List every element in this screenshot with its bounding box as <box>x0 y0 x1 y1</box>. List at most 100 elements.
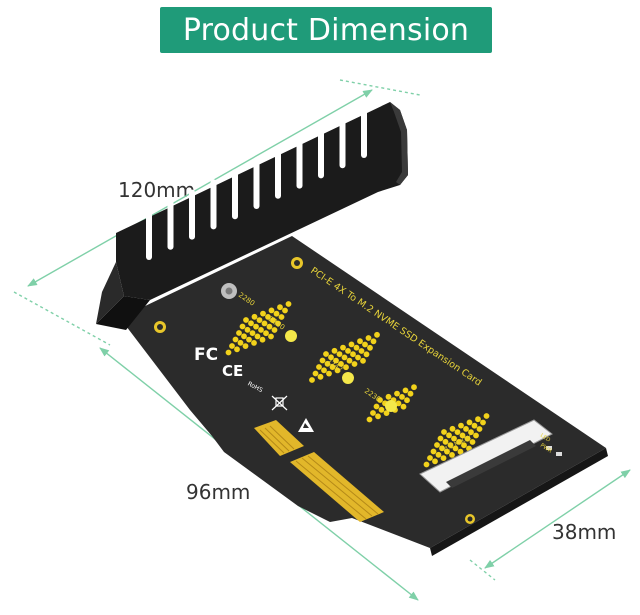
pad-dot <box>249 330 256 336</box>
pad-dot <box>456 439 462 445</box>
pad-dot <box>441 429 447 435</box>
pad-dot <box>251 313 258 320</box>
m2-connector <box>419 419 553 493</box>
bracket-vent-slot <box>232 169 238 220</box>
pad-dot <box>346 357 353 364</box>
pad-dot <box>246 336 252 343</box>
pad-dot <box>351 361 358 367</box>
bracket-vent-slot <box>296 138 303 189</box>
pad-dot <box>370 410 376 416</box>
pad-dot <box>435 451 442 458</box>
pad-dot <box>254 333 261 340</box>
pad-dot <box>407 390 414 397</box>
pad-dot <box>268 333 274 340</box>
pad-dot <box>239 323 246 330</box>
ce-mark-icon: CE <box>222 362 243 380</box>
pad-dot <box>385 393 392 400</box>
pad-dot <box>326 370 332 377</box>
bracket-vent-slot <box>210 179 217 230</box>
pad-dot <box>461 442 467 449</box>
pad-dot <box>319 357 326 364</box>
pad-dot <box>225 349 232 356</box>
pad-dot <box>439 445 445 452</box>
pad-dot <box>338 361 344 367</box>
pad-dot <box>265 314 271 320</box>
pad-dot <box>463 426 469 432</box>
pad-dot <box>377 397 383 403</box>
pad-dot <box>366 416 373 423</box>
bracket-vent-slot <box>318 128 324 179</box>
pad-dot <box>457 448 464 455</box>
pad-dot <box>459 432 466 439</box>
pad-dot <box>447 442 454 448</box>
pad-dot <box>444 448 450 455</box>
pad-dot <box>434 442 440 448</box>
pad-dot <box>373 403 380 410</box>
pad-dot <box>324 360 331 367</box>
pad-dot <box>350 351 356 358</box>
pad-dot <box>454 429 461 435</box>
pad-dot <box>374 331 380 338</box>
bracket-vent-slot <box>275 148 281 199</box>
pad-dot <box>242 343 249 349</box>
pad-dot <box>427 455 433 461</box>
pad-dot <box>334 367 341 374</box>
pad-dot <box>285 301 292 307</box>
pad-dot <box>432 458 438 465</box>
pad-dot <box>423 461 430 468</box>
pad-dot <box>256 317 263 323</box>
pad-dot <box>236 330 242 336</box>
pad-dot <box>251 340 257 346</box>
pad-dot <box>451 435 457 442</box>
pad-dot <box>343 364 349 371</box>
pad-dot <box>466 419 473 426</box>
pad-dot <box>458 422 464 429</box>
pad-dot <box>468 429 474 436</box>
pad-dot <box>237 339 244 346</box>
pad-dot <box>348 341 355 348</box>
pad-dot <box>476 426 483 432</box>
pad-dot <box>404 397 410 404</box>
pad-dot <box>333 357 339 364</box>
pad-dot <box>336 351 343 357</box>
pad-dot <box>437 435 444 442</box>
pad-dot <box>263 330 269 337</box>
bracket-vent-slot <box>167 199 174 250</box>
pad-dot <box>446 432 452 439</box>
pad-dot <box>323 351 329 357</box>
pad-dot <box>370 338 377 345</box>
pad-dot <box>241 333 247 340</box>
pad-dot <box>309 377 315 383</box>
pad-dot <box>430 448 437 455</box>
pad-dot <box>340 344 346 351</box>
pad-dot <box>480 419 486 426</box>
pad-dot <box>312 370 319 377</box>
page-title-banner: Product Dimension <box>160 7 492 53</box>
pad-dot <box>282 307 288 314</box>
pad-dot <box>259 336 266 343</box>
weee-bin-icon <box>271 395 288 411</box>
bracket-vent-slot <box>361 108 367 158</box>
pad-dot <box>355 354 361 361</box>
pad-dot <box>395 400 402 407</box>
pad-dot <box>261 320 268 327</box>
pad-dot <box>483 413 490 419</box>
pad-dot <box>363 351 370 358</box>
pad-dot <box>266 323 273 330</box>
pad-dot <box>229 343 235 349</box>
bracket-vent-slot <box>339 118 346 169</box>
pad-dot <box>442 438 449 445</box>
pad-dot <box>271 327 278 333</box>
pad-dot <box>329 364 336 370</box>
pad-dot <box>400 403 407 410</box>
pad-dot <box>449 452 455 458</box>
pad-dot <box>362 341 368 348</box>
pad-dot <box>277 304 283 311</box>
pad-dot <box>399 394 405 400</box>
pad-dot <box>360 357 366 364</box>
fcc-mark-icon: FC <box>194 345 218 365</box>
pad-dot <box>341 354 348 361</box>
pad-dot <box>471 422 478 429</box>
pad-dot <box>402 387 409 394</box>
